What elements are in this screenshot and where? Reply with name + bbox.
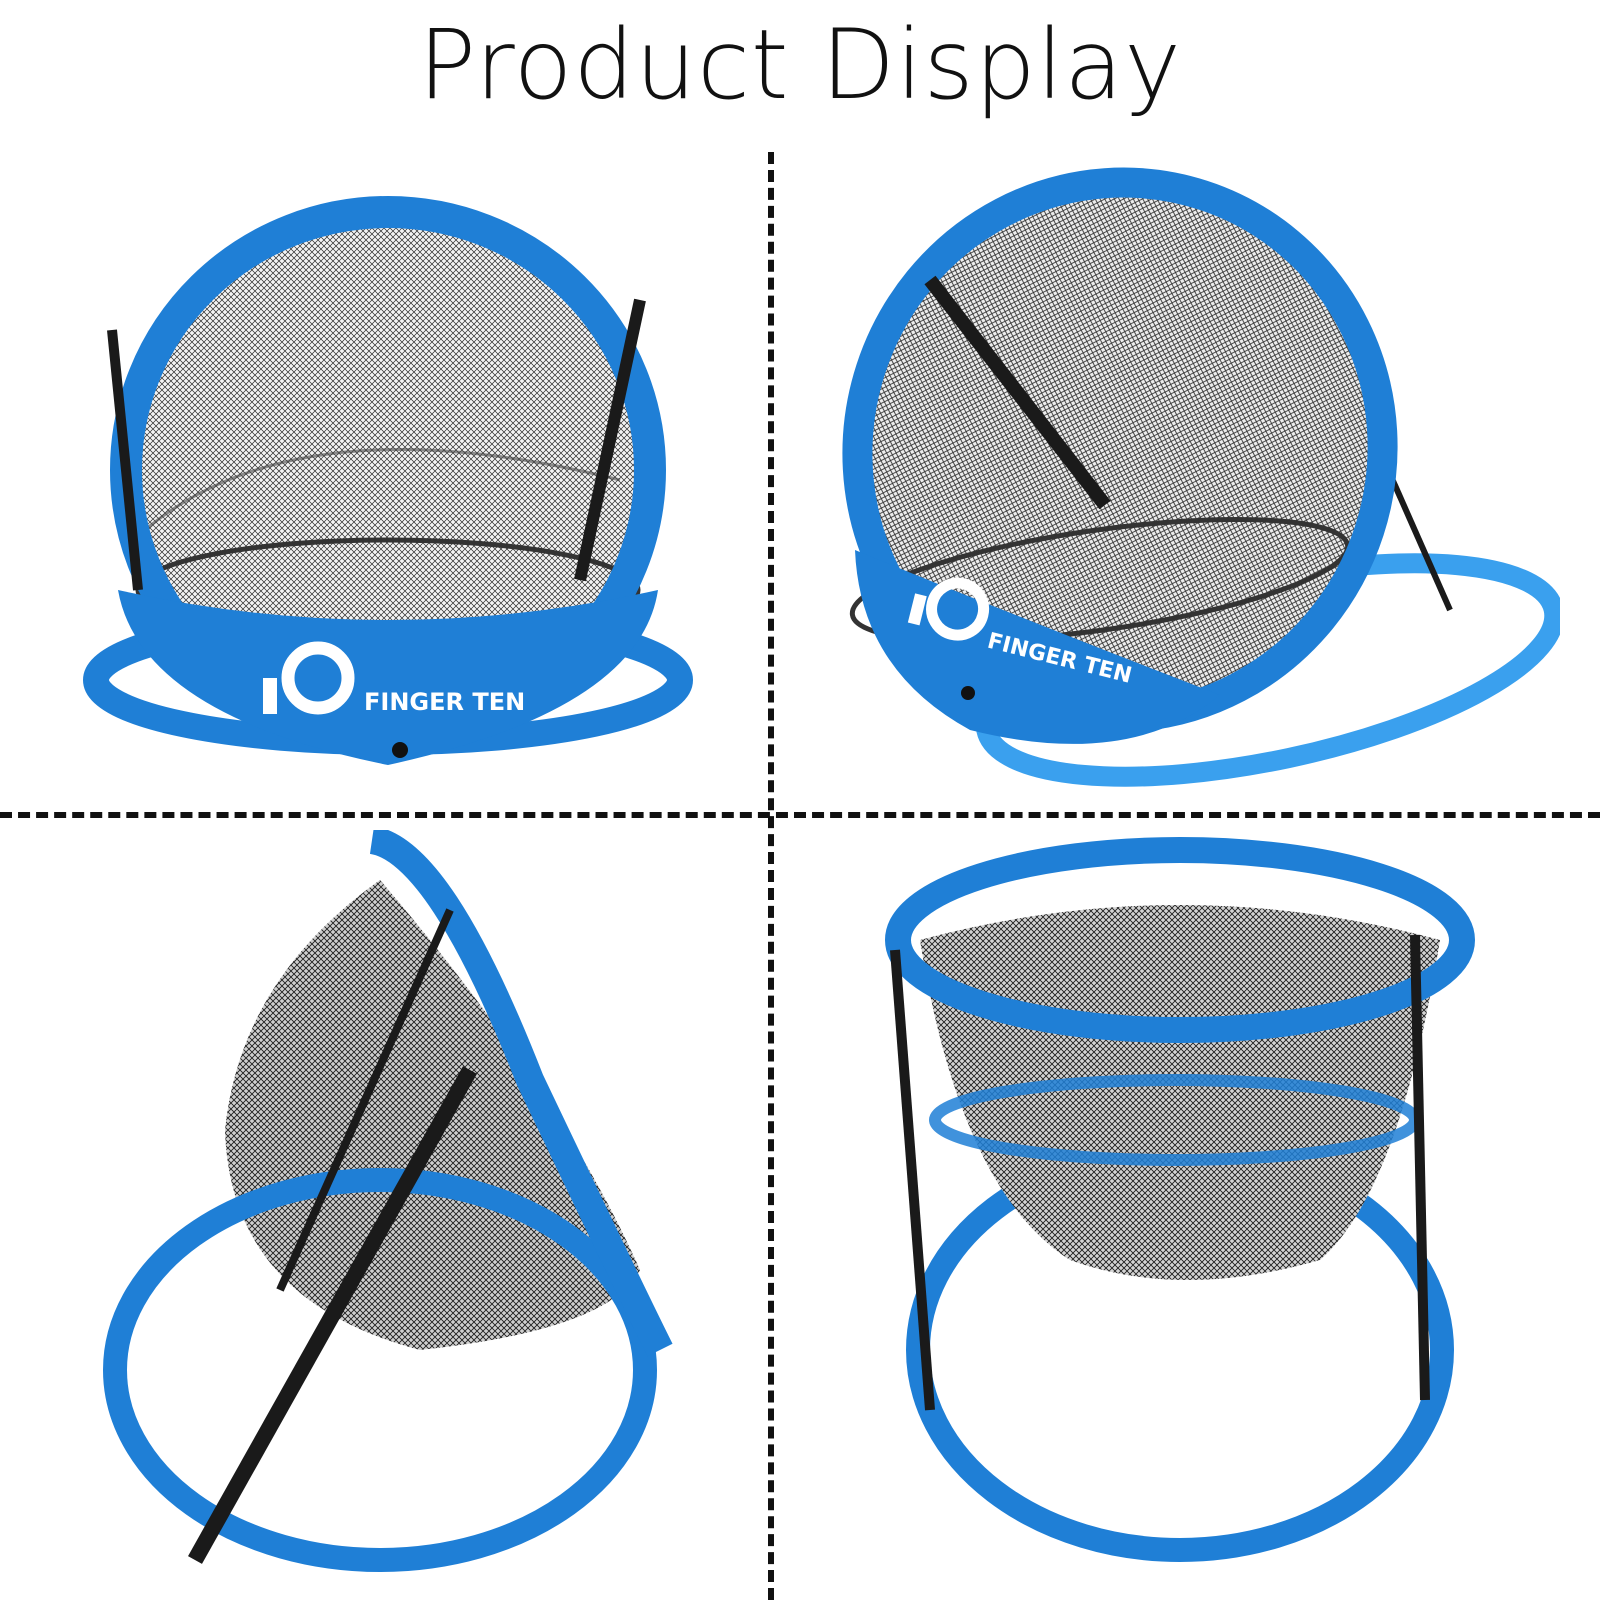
chipping-net-side-view-icon [0, 830, 760, 1600]
horizontal-divider [0, 812, 1600, 818]
page-title: Product Display [418, 9, 1182, 121]
chipping-net-angled-view-icon: FINGER TEN [800, 150, 1560, 790]
vertical-divider [768, 152, 774, 1600]
finger-ten-logo-icon: FINGER TEN [263, 641, 525, 716]
chipping-net-front-view-icon: FINGER TEN [0, 150, 760, 790]
chipping-net-back-view-icon [800, 830, 1560, 1600]
brand-name: FINGER TEN [364, 688, 525, 716]
